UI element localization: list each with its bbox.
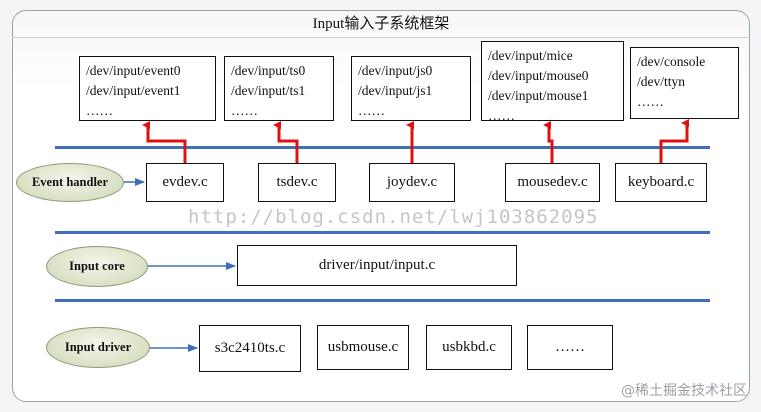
separator-line bbox=[55, 146, 710, 149]
separator-line bbox=[55, 299, 710, 302]
handler-mousedev: mousedev.c bbox=[505, 163, 600, 202]
driver-usbkbd: usbkbd.c bbox=[426, 325, 512, 370]
arrow-keyboard-to-console bbox=[659, 119, 689, 163]
source-credit: @稀土掘金技术社区 bbox=[621, 383, 747, 399]
handler-evdev: evdev.c bbox=[146, 163, 224, 202]
dev-node-console: /dev/console /dev/ttyn …… bbox=[630, 47, 739, 119]
dev-node-js: /dev/input/js0 /dev/input/js1 …… bbox=[351, 56, 471, 121]
url-watermark: http://blog.csdn.net/lwj103862095 bbox=[188, 206, 599, 228]
separator-line bbox=[55, 231, 710, 234]
handler-keyboard: keyboard.c bbox=[615, 163, 707, 202]
driver-s3c2410ts: s3c2410ts.c bbox=[199, 325, 301, 372]
arrow-tsdev-to-ts bbox=[273, 121, 299, 163]
handler-tsdev: tsdev.c bbox=[258, 163, 336, 202]
layer-input-core: Input core bbox=[46, 246, 148, 287]
dev-node-ts: /dev/input/ts0 /dev/input/ts1 …… bbox=[224, 56, 334, 121]
driver-more: …… bbox=[527, 325, 613, 370]
diagram-title: Input输入子系统框架 bbox=[12, 10, 750, 38]
input-core-module: driver/input/input.c bbox=[237, 245, 517, 286]
driver-usbmouse: usbmouse.c bbox=[317, 325, 409, 370]
layer-event-handler: Event handler bbox=[16, 163, 124, 202]
dev-node-event: /dev/input/event0 /dev/input/event1 …… bbox=[79, 56, 216, 121]
arrow-mousedev-to-mouse bbox=[543, 121, 554, 163]
dev-node-mouse: /dev/input/mice /dev/input/mouse0 /dev/i… bbox=[481, 41, 624, 123]
handler-joydev: joydev.c bbox=[369, 163, 455, 202]
arrow-evdev-to-event bbox=[142, 121, 187, 163]
layer-input-driver: Input driver bbox=[46, 327, 150, 368]
